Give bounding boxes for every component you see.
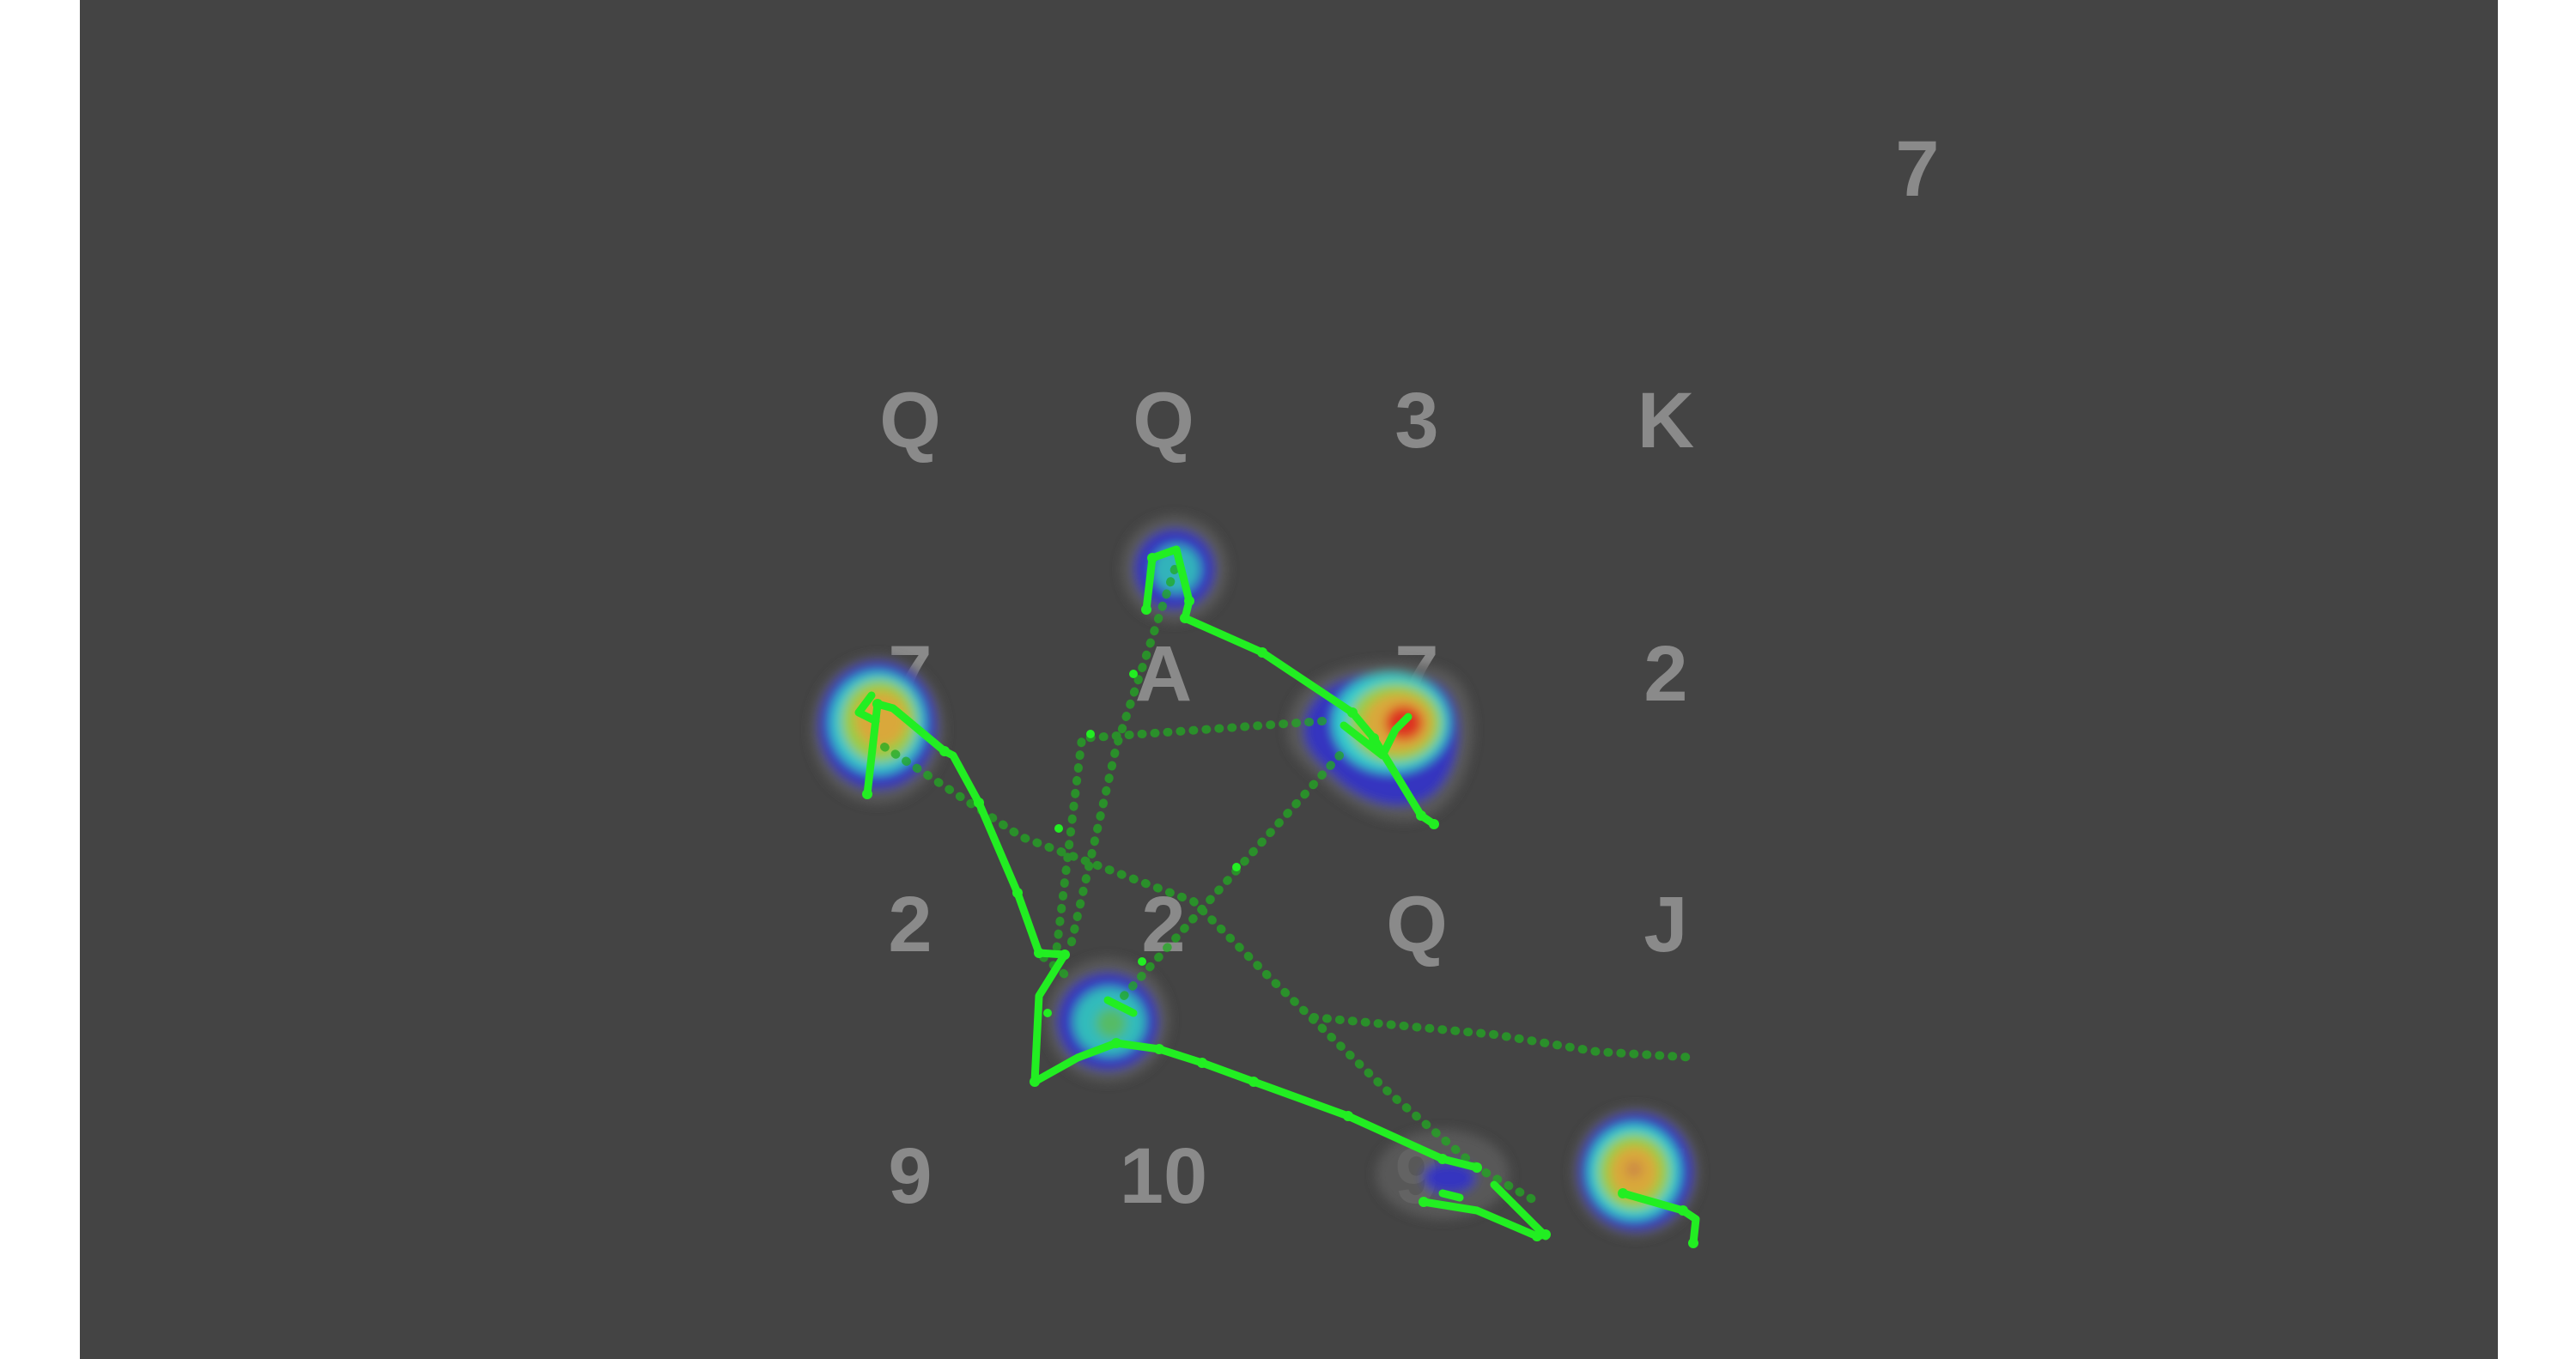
card-r3-c2: 2 [1141, 881, 1186, 968]
card-r2-c3: 7 [1394, 630, 1439, 718]
card-r3-c1: 2 [888, 881, 933, 968]
card-r3-c4: J [1643, 881, 1688, 968]
card-r1-c1: Q [879, 377, 941, 464]
lone-card: 7 [1895, 125, 1940, 213]
card-r2-c2: A [1134, 630, 1193, 718]
card-r4-c3: 9 [1394, 1132, 1439, 1220]
card-r3-c3: Q [1386, 881, 1448, 968]
card-r1-c2: Q [1133, 377, 1194, 464]
card-r2-c1: 7 [888, 630, 933, 718]
card-r1-c4: K [1637, 377, 1695, 464]
card-r4-c4: 7 [1643, 1132, 1688, 1220]
card-r2-c4: 2 [1643, 630, 1688, 718]
card-r4-c2: 10 [1119, 1132, 1208, 1220]
card-r1-c3: 3 [1394, 377, 1439, 464]
card-r4-c1: 9 [888, 1132, 933, 1220]
stimulus-panel: 7 Q Q 3 K 7 A 7 2 2 2 Q J 9 10 9 7 [80, 0, 2498, 1359]
